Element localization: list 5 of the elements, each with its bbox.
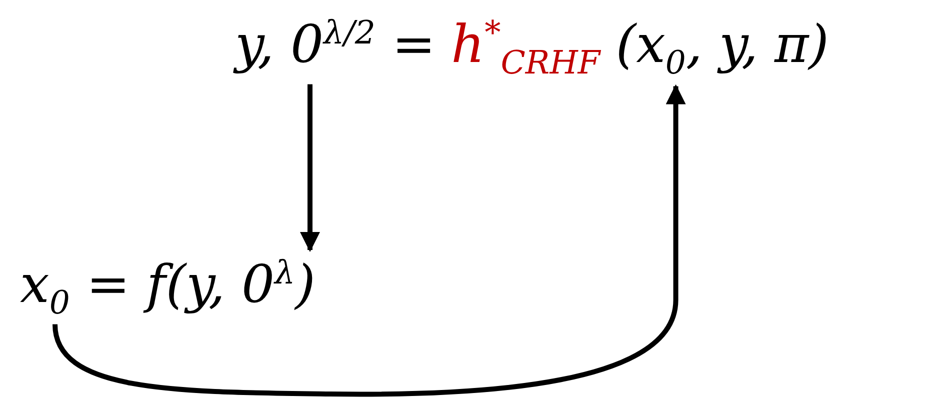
formula-text: x$_{0}$ = f(y, 0$^{λ}$) [20,252,316,324]
arrow [300,84,320,252]
formula-text: (x$_{0}$, y, π) [616,14,829,84]
arrow [52,84,686,397]
formula-text: y, 0$^{λ/2}$ = [235,12,436,77]
